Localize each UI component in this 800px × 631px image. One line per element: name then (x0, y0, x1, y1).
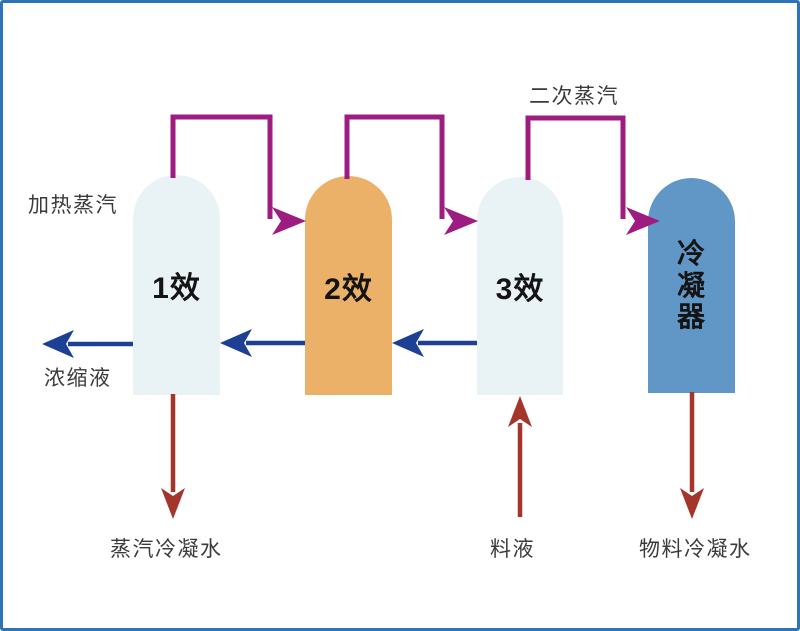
vessel-condenser-label: 冷凝器 (676, 238, 706, 333)
feed-arrowhead-icon (508, 396, 532, 427)
condensate-arrowheads (161, 396, 704, 519)
steam-condensate-label: 蒸汽冷凝水 (110, 538, 223, 561)
vessel-effect-2-label: 2效 (324, 272, 373, 306)
vessel-effect-2: 2效 (305, 176, 392, 395)
vessel-effect-1-label: 1效 (152, 272, 201, 305)
vessel-effect-3-label: 3效 (495, 273, 545, 306)
steam-line-3-icon (525, 115, 626, 219)
steam-condensate-arrowhead-icon (161, 488, 185, 519)
steam-lines (170, 114, 626, 219)
concentrate-arrowhead-icon (42, 330, 74, 358)
steam-line-1-icon (170, 114, 273, 219)
material-condensate-arrowhead-icon (680, 488, 704, 519)
steam-arrowhead-1-icon (272, 207, 306, 235)
material-condensate-label: 物料冷凝水 (639, 538, 752, 561)
liquid-arrowhead-2to1-icon (220, 329, 252, 357)
liquid-arrowhead-3to2-icon (392, 329, 424, 357)
heating-steam-label: 加热蒸汽 (28, 194, 118, 217)
vessel-effect-3: 3效 (477, 177, 563, 395)
steam-line-2-icon (344, 114, 445, 219)
vessel-effect-1: 1效 (133, 175, 220, 395)
condensate-lines (170, 392, 695, 517)
liquid-lines (68, 340, 477, 347)
concentrate-label: 浓缩液 (44, 367, 112, 390)
steam-arrowhead-2-icon (444, 207, 478, 235)
steam-arrowheads (272, 207, 660, 235)
vessel-condenser: 冷凝器 (648, 178, 735, 393)
feed-label: 料液 (490, 538, 535, 561)
steam-arrowhead-3-icon (626, 207, 660, 235)
secondary-steam-label: 二次蒸汽 (529, 85, 619, 108)
liquid-arrowheads (42, 329, 424, 358)
